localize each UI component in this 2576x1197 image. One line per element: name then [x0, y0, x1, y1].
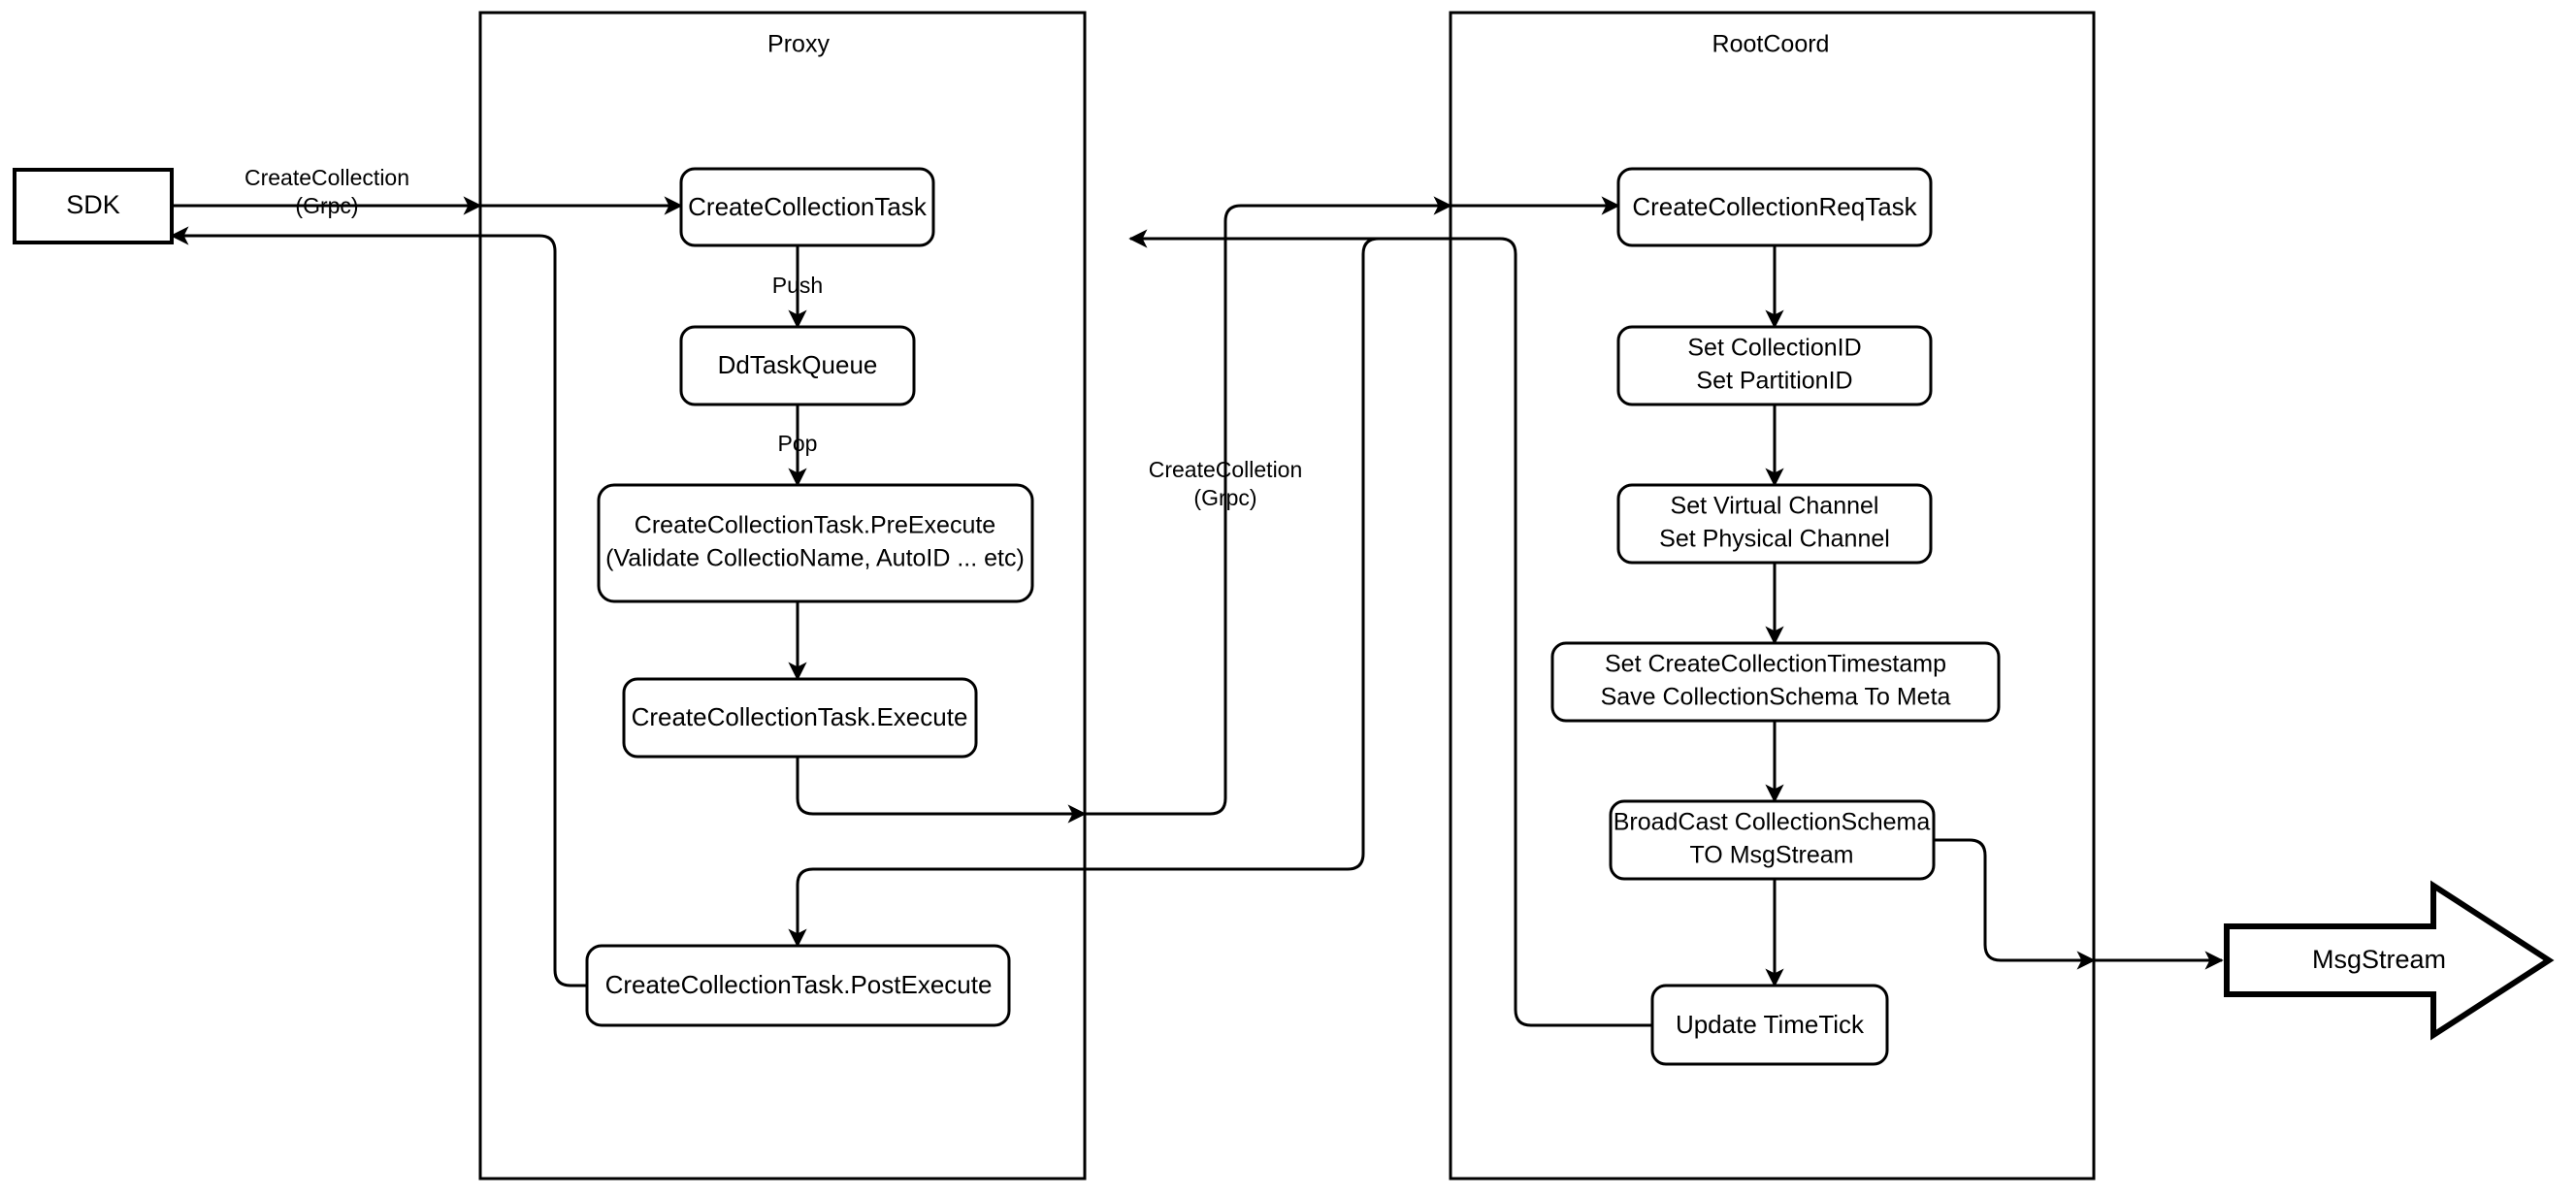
edge-execute-to-rootcoord — [796, 757, 1087, 824]
execute-box[interactable] — [622, 677, 978, 759]
post-execute-box[interactable] — [585, 944, 1011, 1027]
save-meta-label-line2: Save CollectionSchema To Meta — [1601, 684, 1951, 711]
msgstream-arrow-shape[interactable] — [2224, 880, 2555, 1041]
edge-label-push: Push — [772, 273, 823, 298]
edge-rootcoord-return-to-proxy — [1101, 237, 1451, 871]
broadcast-label-line1: BroadCast CollectionSchema — [1614, 809, 1931, 836]
execute-label: CreateCollectionTask.Execute — [632, 702, 968, 731]
edge-broadcast-to-msgstream-boundary — [1934, 838, 2096, 970]
node-set-ids[interactable]: Set CollectionID Set PartitionID — [1616, 325, 1933, 406]
save-meta-label-line1: Set CreateCollectionTimestamp — [1605, 651, 1946, 678]
pre-execute-box[interactable] — [597, 483, 1034, 603]
create-collection-req-task-box[interactable] — [1616, 167, 1933, 247]
rootcoord-title: RootCoord — [1712, 31, 1830, 58]
pre-execute-label-line1: CreateCollectionTask.PreExecute — [635, 512, 995, 539]
msgstream-label: MsgStream — [2312, 945, 2446, 974]
dd-task-queue-box[interactable] — [679, 325, 916, 406]
node-dd-task-queue[interactable]: DdTaskQueue — [679, 325, 916, 406]
edge-postexecute-to-sdk — [480, 234, 587, 987]
dd-task-queue-label: DdTaskQueue — [718, 350, 878, 379]
edge-return-to-postexecute — [788, 867, 1101, 948]
node-create-collection-req-task[interactable]: CreateCollectionReqTask — [1616, 167, 1933, 247]
pre-execute-label-line2: (Validate CollectioName, AutoID ... etc) — [605, 545, 1025, 572]
set-channels-label-line2: Set Physical Channel — [1659, 526, 1890, 553]
create-collection-task-box[interactable] — [679, 167, 935, 247]
node-pre-execute[interactable]: CreateCollectionTask.PreExecute (Validat… — [597, 483, 1034, 603]
node-set-channels[interactable]: Set Virtual Channel Set Physical Channel — [1616, 483, 1933, 565]
edge-grpc-to-rootcoord — [1085, 196, 1452, 816]
update-timetick-box[interactable] — [1650, 984, 1889, 1066]
proxy-title: Proxy — [767, 31, 830, 58]
node-execute[interactable]: CreateCollectionTask.Execute — [622, 677, 978, 759]
node-create-collection-task[interactable]: CreateCollectionTask — [679, 167, 935, 247]
edge-timetick-to-response — [1451, 237, 1652, 1027]
create-collection-task-label: CreateCollectionTask — [688, 192, 928, 221]
post-execute-label: CreateCollectionTask.PostExecute — [605, 970, 993, 999]
sdk-label: SDK — [66, 190, 120, 219]
set-channels-label-line1: Set Virtual Channel — [1671, 493, 1879, 520]
update-timetick-label: Update TimeTick — [1676, 1010, 1865, 1039]
edge-label-createcollection-line2: (Grpc) — [295, 193, 358, 218]
node-post-execute[interactable]: CreateCollectionTask.PostExecute — [585, 944, 1011, 1027]
node-broadcast[interactable]: BroadCast CollectionSchema TO MsgStream — [1609, 799, 1936, 881]
node-update-timetick[interactable]: Update TimeTick — [1650, 984, 1889, 1066]
edge-label-grpc-line2: (Grpc) — [1193, 485, 1256, 510]
edge-label-grpc-line1: CreateColletion — [1149, 457, 1303, 482]
broadcast-box[interactable] — [1609, 799, 1936, 881]
save-meta-box[interactable] — [1550, 641, 2001, 723]
set-channels-box[interactable] — [1616, 483, 1933, 565]
set-ids-label-line2: Set PartitionID — [1696, 368, 1852, 395]
broadcast-label-line2: TO MsgStream — [1689, 842, 1853, 869]
node-save-meta[interactable]: Set CreateCollectionTimestamp Save Colle… — [1550, 641, 2001, 723]
edge-label-createcollection-line1: CreateCollection — [245, 165, 409, 190]
set-ids-box[interactable] — [1616, 325, 1933, 406]
create-collection-req-task-label: CreateCollectionReqTask — [1632, 192, 1917, 221]
edge-label-pop: Pop — [778, 431, 818, 456]
sdk-box[interactable] — [13, 168, 174, 244]
set-ids-label-line1: Set CollectionID — [1687, 335, 1861, 362]
node-sdk[interactable]: SDK — [13, 168, 174, 244]
node-msgstream[interactable]: MsgStream — [2224, 880, 2555, 1041]
